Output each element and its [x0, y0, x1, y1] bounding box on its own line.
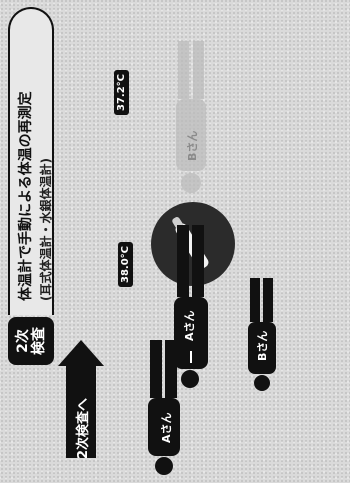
person-b-label: Bさん — [256, 330, 269, 361]
header-subtitle: (耳式体温計・水銀体温計) — [39, 158, 53, 301]
badge-line-2: 検査 — [31, 327, 47, 355]
badge-line-1: 2次 — [15, 329, 31, 353]
header-box: 体温計で手動による体温の再測定 (耳式体温計・水銀体温計) — [8, 7, 54, 315]
ghost-person-label: Bさん — [186, 130, 199, 161]
temperature-a-label: 38.0°C — [118, 241, 133, 287]
arrow-icon — [58, 340, 104, 458]
arrow-label: 2次検査へ — [76, 397, 91, 459]
person-a-figure — [174, 225, 208, 388]
temperature-ghost-label: 37.2°C — [114, 69, 129, 115]
person-a-bottom-figure — [148, 340, 180, 475]
person-a-label: Aさん — [183, 310, 196, 341]
header-title: 体温計で手動による体温の再測定 — [18, 91, 34, 301]
step-badge: 2次 検査 — [8, 317, 54, 365]
person-a-bottom-label: Aさん — [160, 412, 173, 443]
person-b-figure — [248, 278, 276, 391]
ghost-person-icon — [176, 41, 206, 193]
